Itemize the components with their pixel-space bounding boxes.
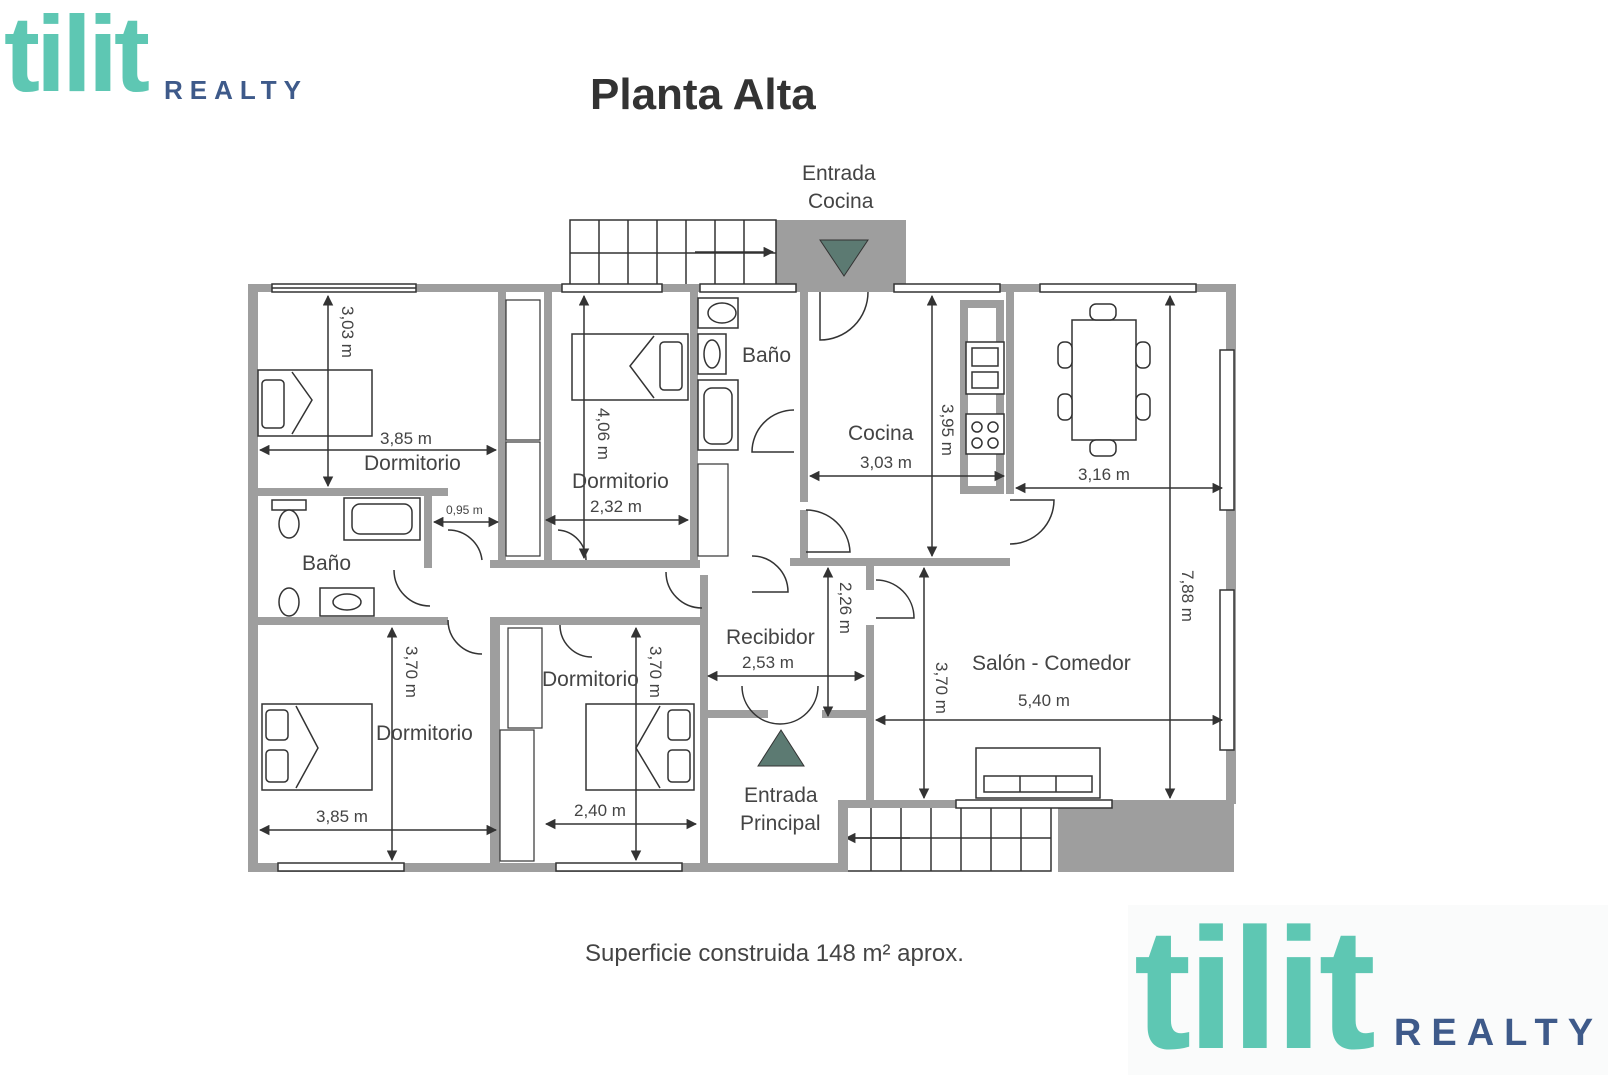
kitchen-entrance-marker xyxy=(819,239,869,277)
main-landing xyxy=(1058,800,1234,872)
stairs-top xyxy=(569,219,777,287)
main-entrance-marker xyxy=(757,729,805,767)
logo-mark: tilit xyxy=(4,0,150,114)
brand-logo-bottom: tilit REALTY xyxy=(1128,893,1608,1085)
brand-logo-top: tilit REALTY xyxy=(4,0,308,108)
dim-label-d4-w: 2,40 m xyxy=(574,801,626,820)
stairs-bottom xyxy=(840,804,1052,872)
room-label-bano-2: Baño xyxy=(742,344,791,367)
room-label-salon: Salón - Comedor xyxy=(972,652,1131,675)
room-label-cocina: Cocina xyxy=(848,422,914,445)
dim-label-sal-h: 7,88 m xyxy=(1178,570,1197,622)
dim-label-d4-h: 3,70 m xyxy=(646,646,665,698)
entrance-label-principal-1: Entrada xyxy=(744,784,818,807)
windows xyxy=(271,283,1235,872)
room-label-dormitorio-2: Dormitorio xyxy=(572,470,669,493)
dim-label-bano-w: 0,95 m xyxy=(446,503,483,517)
room-label-dormitorio-1: Dormitorio xyxy=(364,452,461,475)
room-label-recibidor: Recibidor xyxy=(726,626,815,649)
dim-label-d2-h: 4,06 m xyxy=(594,408,613,460)
dimension-lines xyxy=(258,294,1224,862)
room-label-dormitorio-3: Dormitorio xyxy=(376,722,473,745)
dim-label-coc-h: 3,95 m xyxy=(938,404,957,456)
entrance-label-cocina-1: Entrada xyxy=(802,162,876,185)
dim-label-d2-w: 2,32 m xyxy=(590,497,642,516)
doors xyxy=(393,291,1055,725)
dim-label-sal-h2: 3,70 m xyxy=(932,662,951,714)
page-title: Planta Alta xyxy=(590,70,816,119)
logo-word: REALTY xyxy=(163,75,309,105)
dim-label-d1-h: 3,03 m xyxy=(338,306,357,358)
logo-mark: tilit xyxy=(1134,893,1376,1085)
closets xyxy=(499,299,729,862)
room-label-dormitorio-4: Dormitorio xyxy=(542,668,639,691)
dim-label-d3-h: 3,70 m xyxy=(402,646,421,698)
entrance-label-cocina-2: Cocina xyxy=(808,190,874,213)
dim-label-sal-w: 5,40 m xyxy=(1018,691,1070,710)
furniture xyxy=(257,297,1151,799)
dim-label-coc-w: 3,03 m xyxy=(860,453,912,472)
room-label-bano-1: Baño xyxy=(302,552,351,575)
dim-label-rec-h: 2,26 m xyxy=(836,582,855,634)
surface-note: Superficie construida 148 m² aprox. xyxy=(585,940,964,967)
logo-word: REALTY xyxy=(1393,1012,1604,1054)
dim-label-rec-w: 2,53 m xyxy=(742,653,794,672)
dim-label-d3-w: 3,85 m xyxy=(316,807,368,826)
dim-label-sal-w-top: 3,16 m xyxy=(1078,465,1130,484)
entrance-label-principal-2: Principal xyxy=(740,812,821,835)
dim-label-d1-w: 3,85 m xyxy=(380,429,432,448)
